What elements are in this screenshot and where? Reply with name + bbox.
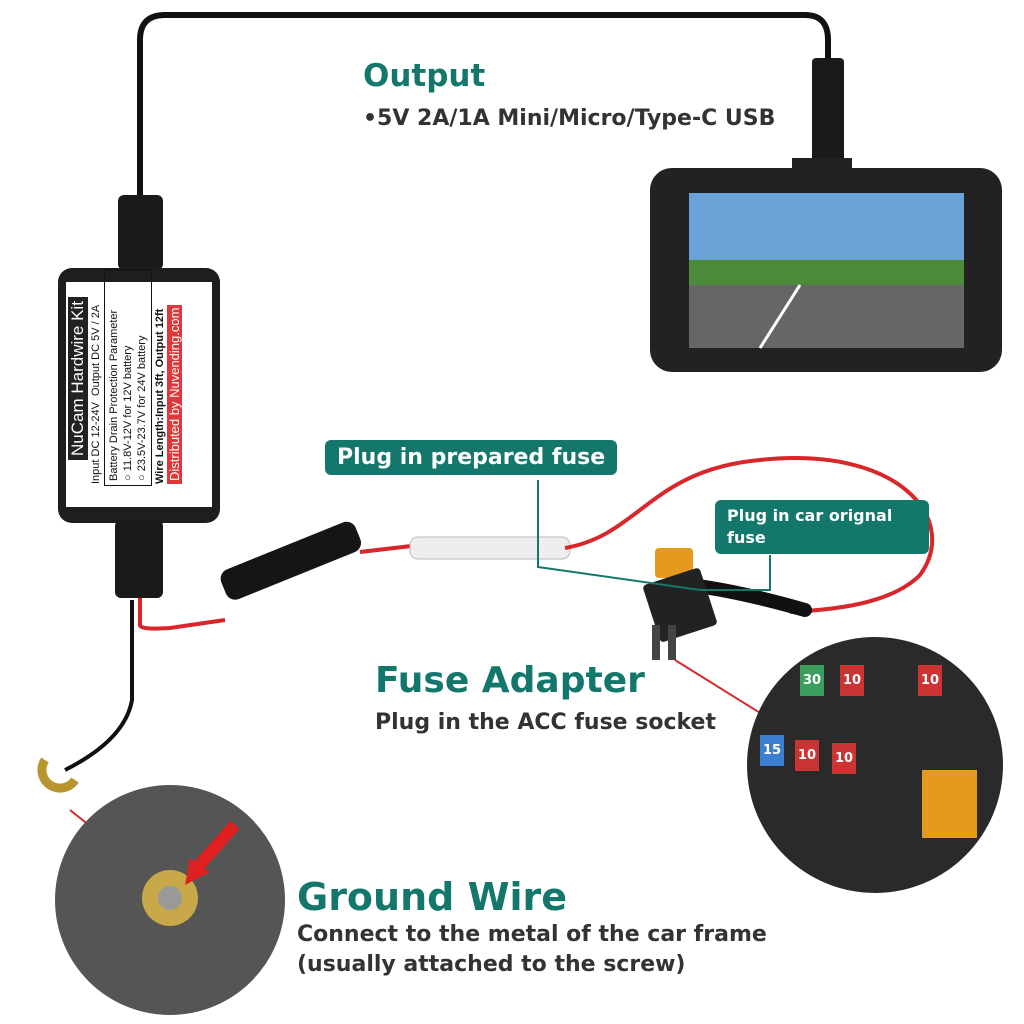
car-fuse-callout: Plug in car orignal fuse	[715, 500, 929, 554]
ground-wire-line2: (usually attached to the screw)	[297, 952, 686, 977]
inline-fuse	[409, 536, 571, 560]
orange-fuse	[922, 770, 977, 838]
fuse-holder	[220, 521, 362, 600]
fuse-adapter	[643, 568, 717, 642]
output-cable	[137, 12, 831, 200]
strain-relief-bottom	[115, 520, 163, 598]
red-arrow-icon	[190, 821, 240, 874]
output-title: Output	[363, 58, 486, 94]
output-spec: •5V 2A/1A Mini/Micro/Type-C USB	[363, 106, 776, 131]
hardwire-kit-label: NuCam Hardwire Kit Input DC 12-24V Outpu…	[68, 265, 208, 490]
strain-relief-top	[118, 195, 163, 270]
ring-terminal	[37, 757, 79, 793]
red-wire	[138, 598, 226, 631]
small-fuse	[655, 548, 693, 578]
ground-wire-title: Ground Wire	[297, 875, 568, 919]
prepared-fuse-callout: Plug in prepared fuse	[325, 440, 618, 475]
usb-plug	[812, 58, 844, 163]
fuse-adapter-subtitle: Plug in the ACC fuse socket	[375, 710, 716, 735]
fuse-box-photo	[747, 637, 1003, 893]
ground-wire-line1: Connect to the metal of the car frame	[297, 922, 767, 947]
brand-title: NuCam Hardwire Kit	[68, 297, 88, 460]
fuse-adapter-title: Fuse Adapter	[375, 660, 645, 701]
ground-wire	[64, 600, 134, 772]
